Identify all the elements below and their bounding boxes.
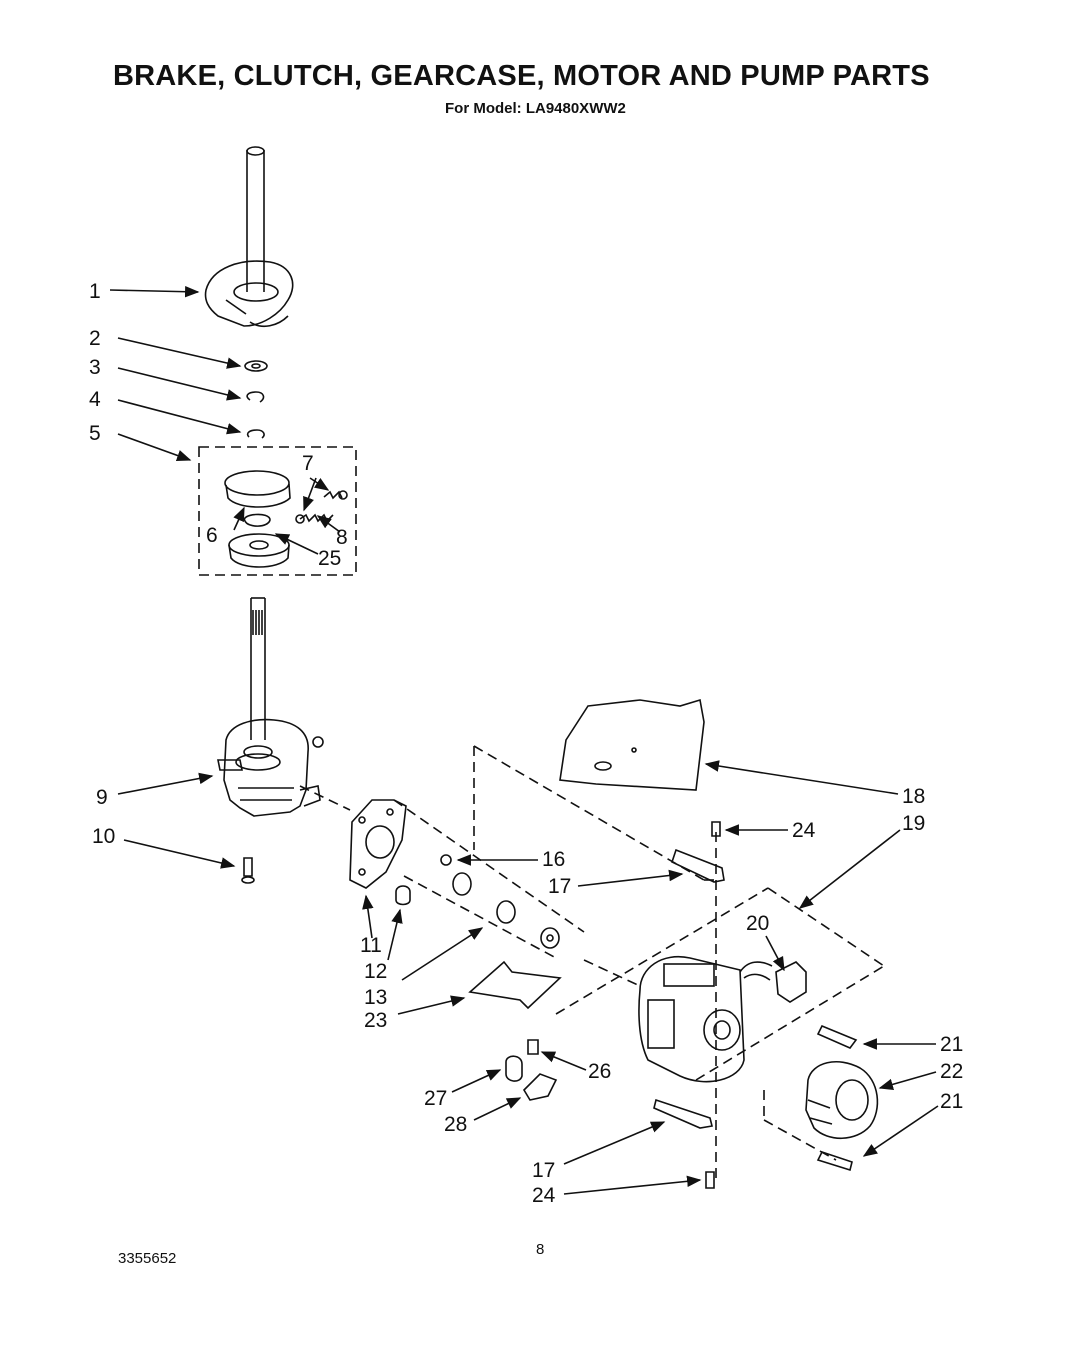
callout-17-bottom: 17 (532, 1159, 555, 1182)
bracket-part (522, 1073, 558, 1101)
top-shaft (246, 146, 265, 292)
screw-part (705, 1171, 715, 1189)
motor-part (638, 955, 773, 1083)
screw-part (527, 1039, 539, 1055)
brake-band-part (224, 470, 291, 508)
callout-28: 28 (444, 1113, 467, 1136)
callout-24-top: 24 (792, 819, 816, 842)
callout-10: 10 (92, 825, 115, 848)
nut-part (440, 854, 452, 866)
assembly-lines (299, 745, 885, 1180)
callout-24-bottom: 24 (532, 1184, 556, 1207)
callout-26: 26 (588, 1060, 611, 1083)
pump-clip-part (816, 1024, 858, 1049)
motor-cover-part (559, 698, 705, 791)
callout-21-top: 21 (940, 1033, 963, 1056)
callout-8: 8 (336, 526, 348, 549)
washer-part (244, 360, 268, 372)
callout-5: 5 (89, 422, 101, 445)
page-number: 8 (536, 1241, 545, 1258)
callout-21-bottom: 21 (940, 1090, 963, 1113)
switch-part (775, 961, 807, 1003)
pad-part (468, 960, 562, 1010)
brake-assembly-box (198, 446, 357, 576)
callout-23: 23 (364, 1009, 387, 1032)
lower-shaft (250, 597, 266, 740)
callout-17-top: 17 (548, 875, 571, 898)
coupling-part (395, 885, 411, 906)
callout-22: 22 (940, 1060, 963, 1083)
brake-cam-part (204, 260, 294, 328)
callout-11: 11 (360, 934, 382, 957)
callout-2: 2 (89, 327, 101, 350)
callout-labels: 1 2 3 4 5 6 7 8 25 9 10 11 12 13 23 16 1… (89, 280, 963, 1207)
callout-27: 27 (424, 1087, 447, 1110)
clip-part (653, 1098, 713, 1129)
callout-7: 7 (302, 452, 314, 475)
grommet-part (505, 1055, 523, 1082)
screw-part (241, 857, 255, 884)
clutch-part (228, 513, 290, 568)
pump-clip-part (816, 1151, 853, 1172)
pump-part (805, 1060, 879, 1139)
callout-4: 4 (89, 388, 101, 411)
callout-1: 1 (89, 280, 101, 303)
gearcase-part (217, 718, 324, 817)
mounting-plate-part (349, 799, 407, 889)
retaining-ring-part (246, 391, 265, 439)
callout-9: 9 (96, 786, 108, 809)
callout-18: 18 (902, 785, 925, 808)
callout-6: 6 (206, 524, 218, 547)
leader-arrows (109, 285, 939, 1195)
page-title: BRAKE, CLUTCH, GEARCASE, MOTOR AND PUMP … (113, 60, 930, 92)
model-subtitle: For Model: LA9480XWW2 (445, 100, 626, 117)
callout-3: 3 (89, 356, 101, 379)
callout-13: 13 (364, 986, 387, 1009)
callout-25: 25 (318, 547, 341, 570)
callout-19: 19 (902, 812, 925, 835)
document-number: 3355652 (118, 1250, 177, 1267)
callout-20: 20 (746, 912, 769, 935)
callout-12: 12 (364, 960, 387, 983)
callout-16: 16 (542, 848, 565, 871)
coupling-set (452, 872, 560, 949)
clip-part (671, 848, 725, 883)
screw-part (711, 821, 721, 837)
